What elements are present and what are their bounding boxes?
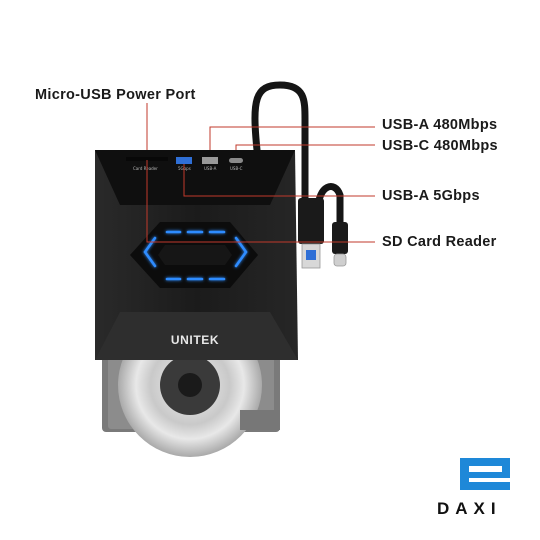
led-strip (143, 230, 248, 281)
label-sd-card-reader: SD Card Reader (382, 234, 497, 250)
callout-line-usb-a-5g (183, 164, 375, 197)
callout-line-usb-a-480 (209, 126, 375, 150)
usb-a-5g-port (176, 157, 192, 164)
usb-a-cable (251, 81, 309, 204)
port-label: USB-A (204, 166, 217, 171)
label-usb-c-480mbps: USB-C 480Mbps (382, 138, 498, 154)
callout-line-usb-c-480 (235, 144, 375, 150)
usb-a-480-port (202, 157, 218, 164)
callout-lines (146, 103, 375, 243)
usb-a-plug (298, 198, 324, 269)
usb-c-port (229, 158, 243, 163)
daxi-wordmark: DAXI (437, 499, 502, 518)
label-micro-usb-power-port: Micro-USB Power Port (35, 87, 196, 103)
daxi-logo-icon (460, 458, 510, 490)
usb-c-plug (332, 222, 348, 267)
callout-line-sd (146, 160, 375, 243)
label-usb-a-480mbps: USB-A 480Mbps (382, 117, 498, 133)
label-usb-a-5gbps: USB-A 5Gbps (382, 188, 480, 204)
port-label: Card Reader (133, 166, 158, 171)
sd-slot (126, 157, 168, 161)
brand-logo-text: UNITEK (171, 333, 219, 347)
port-row: Card Reader 5Gbps USB-A USB-C (126, 157, 243, 171)
port-label: USB-C (230, 166, 243, 171)
